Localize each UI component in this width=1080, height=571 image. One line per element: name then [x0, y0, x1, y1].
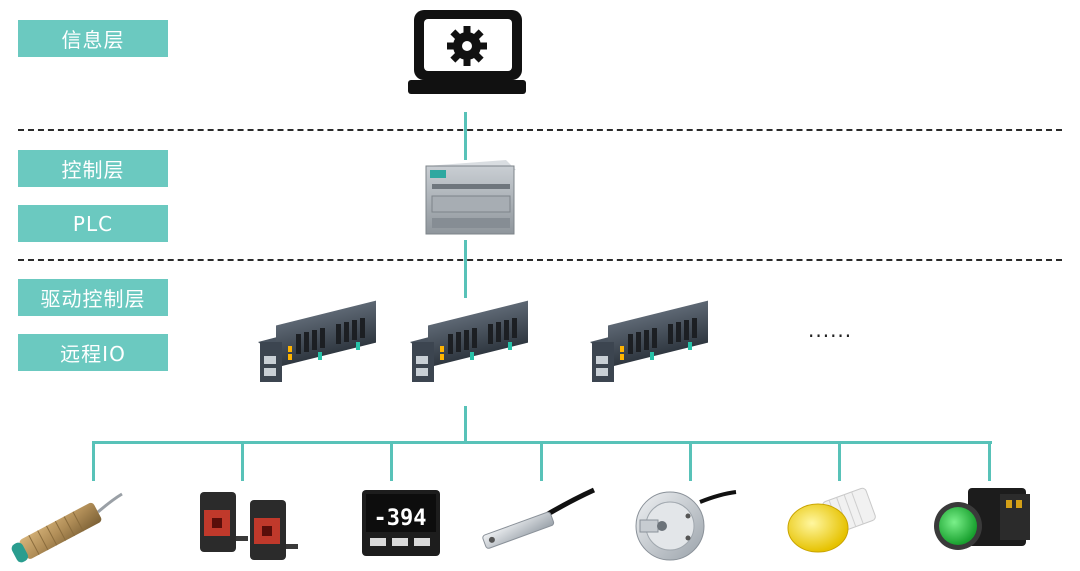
- connector-laptop-plc: [464, 112, 467, 160]
- photoelectric-sensor-icon: [200, 492, 298, 560]
- drop-line-5: [689, 441, 692, 481]
- separator-info-control: [18, 129, 1062, 131]
- drop-line-6: [838, 441, 841, 481]
- connector-io-bus: [464, 406, 467, 442]
- plc-controller-icon: [425, 160, 516, 235]
- layer-label-drive: 驱动控制层: [18, 279, 168, 316]
- digital-display-meter-icon: -394: [362, 490, 440, 556]
- rotary-encoder-icon: [635, 490, 737, 561]
- drop-line-7: [988, 441, 991, 481]
- layer-label-control: 控制层: [18, 150, 168, 187]
- drop-line-3: [390, 441, 393, 481]
- display-reading: -394: [374, 506, 427, 531]
- layer-label-remote-io: 远程IO: [18, 334, 168, 371]
- indicator-light-icon: [787, 487, 876, 553]
- drop-line-1: [92, 441, 95, 481]
- remote-io-module-icon: [590, 300, 708, 382]
- push-button-icon: [934, 488, 1030, 550]
- drop-line-4: [540, 441, 543, 481]
- more-io-ellipsis: ......: [808, 318, 853, 342]
- magnetic-switch-sensor-icon: [482, 487, 596, 549]
- laptop-gear-icon: [408, 10, 526, 94]
- layer-label-info: 信息层: [18, 20, 168, 57]
- remote-io-module-icon: [258, 300, 376, 382]
- remote-io-module-icon: [410, 300, 528, 382]
- layer-label-plc: PLC: [18, 205, 168, 242]
- drop-line-2: [241, 441, 244, 481]
- connector-plc-io: [464, 240, 467, 298]
- inductive-proximity-sensor-icon: [11, 492, 123, 563]
- separator-control-drive: [18, 259, 1062, 261]
